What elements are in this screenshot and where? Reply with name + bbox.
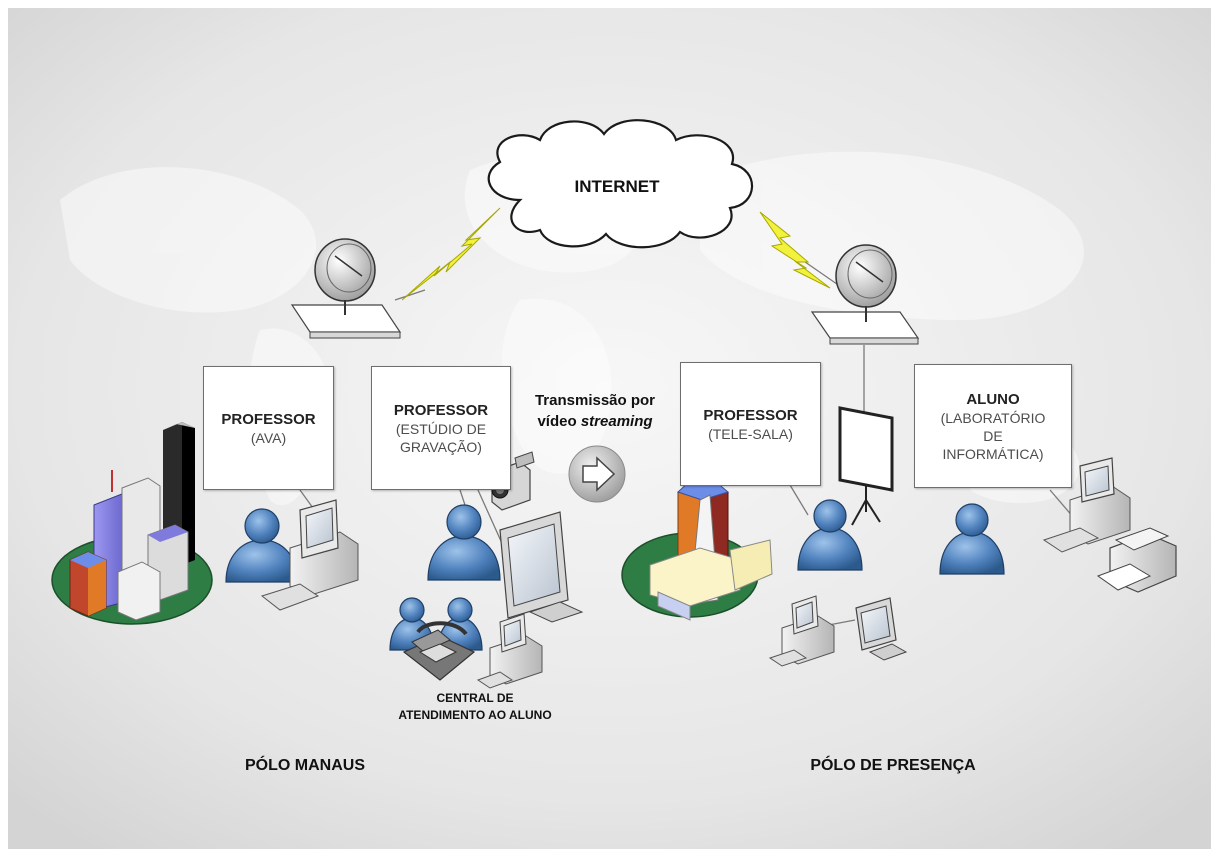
satellite-dish-left-icon [290,238,402,339]
telephone-icon [402,621,476,681]
professor-ava-title: PROFESSOR [221,410,316,428]
person-professor-studio-icon [427,504,501,581]
aluno-lab-line-3: INFORMÁTICA) [942,445,1044,462]
professor-studio-line-2: GRAVAÇÃO) [400,438,482,455]
desktop-computer-lab-icon [1042,457,1131,553]
pole-presenca-label: PÓLO DE PRESENÇA [810,757,976,774]
professor-telesala-subtitle: (TELE-SALA) [708,425,793,442]
monitor-studio-icon [499,511,584,623]
desktop-computer-telesala-icon [768,595,835,667]
professor-telesala-title: PROFESSOR [703,406,798,424]
streaming-line-1: Transmissão por [534,392,656,409]
lightning-left-icon [401,207,501,301]
desktop-computer-central-icon [476,613,543,689]
central-caption: CENTRAL DE ATENDIMENTO AO ALUNO [380,690,570,724]
central-line-1: CENTRAL DE [436,691,514,705]
printer-icon [1096,527,1177,593]
person-telesala-icon [797,499,863,571]
aluno-lab-box: ALUNO (LABORATÓRIO DE INFORMÁTICA) [914,364,1072,488]
desktop-computer-ava-icon [260,499,359,611]
professor-ava-box: PROFESSOR (AVA) [203,366,334,490]
projector-screen-icon [838,406,894,526]
central-line-2: ATENDIMENTO AO ALUNO [398,708,552,722]
monitor-telesala-icon [855,597,908,661]
aluno-lab-line-1: (LABORATÓRIO [940,409,1046,426]
satellite-dish-right-icon [810,244,920,345]
professor-ava-subtitle: (AVA) [250,429,287,446]
professor-studio-line-1: (ESTÚDIO DE [395,420,487,437]
streaming-line-2: vídeo streaming [510,411,680,432]
church-building-icon [621,469,773,621]
person-aluno-icon [939,503,1005,575]
city-buildings-icon [51,422,213,625]
lightning-right-icon [759,211,831,289]
pole-manaus-label: PÓLO MANAUS [245,757,365,774]
professor-telesala-box: PROFESSOR (TELE-SALA) [680,362,821,486]
internet-cloud-icon [487,119,754,249]
streaming-arrow-icon [568,445,626,503]
professor-studio-title: PROFESSOR [393,401,489,419]
streaming-line-2-prefix: vídeo [537,413,581,430]
streaming-emphasis: streaming [580,413,653,430]
aluno-lab-line-2: DE [983,427,1003,444]
aluno-lab-title: ALUNO [966,390,1020,408]
person-professor-ava-icon [225,508,299,583]
professor-studio-box: PROFESSOR (ESTÚDIO DE GRAVAÇÃO) [371,366,511,490]
streaming-caption: Transmissão por vídeo streaming [510,390,680,432]
internet-label: INTERNET [575,177,661,196]
